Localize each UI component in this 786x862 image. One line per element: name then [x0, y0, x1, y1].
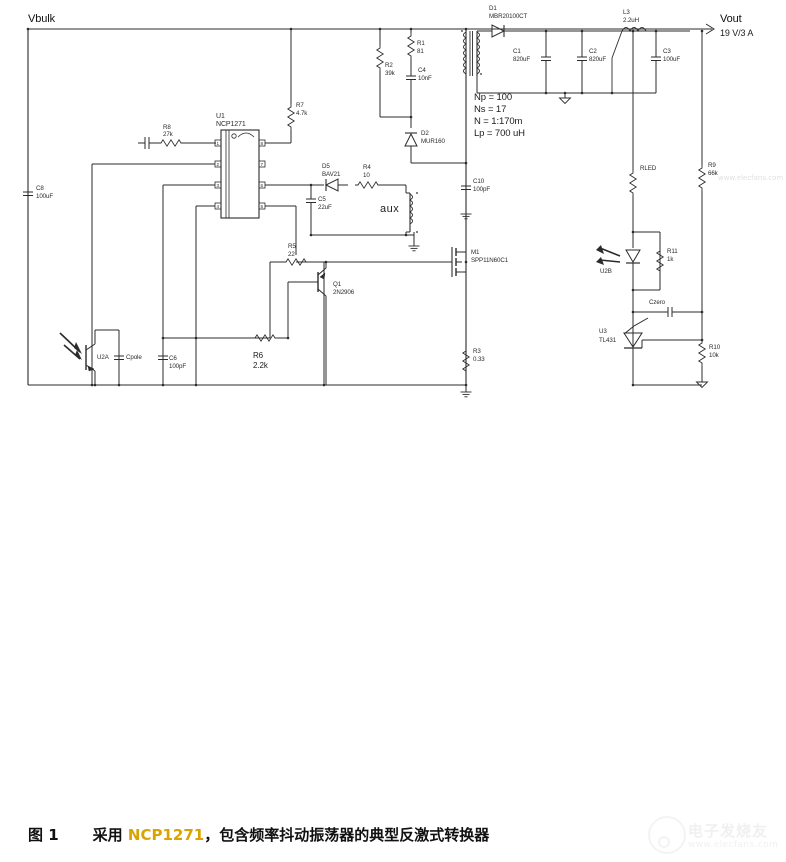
- component-value-C8: 100uF: [36, 193, 54, 200]
- ic-pin-1-label: 1: [216, 141, 220, 147]
- component-ref-C6: C6: [169, 355, 177, 362]
- ic-pin-8-label: 8: [260, 141, 264, 147]
- ic-pin-2-label: 2: [216, 162, 220, 168]
- component-value-D5: BAV21: [322, 171, 341, 178]
- component-value-R2: 39k: [385, 70, 395, 77]
- component-value-R3: 0.33: [473, 356, 485, 363]
- component-value-R6: 2.2k: [253, 361, 268, 370]
- component-ref-C5: C5: [318, 196, 326, 203]
- component-value-C10: 100pF: [473, 186, 491, 193]
- component-ref-U2B: U2B: [600, 268, 612, 275]
- component-ref-C8: C8: [36, 185, 44, 192]
- component-ref-D5: D5: [322, 163, 330, 170]
- ic-pin-3-label: 3: [216, 183, 220, 189]
- component-value-C6: 100pF: [169, 363, 187, 370]
- ic-pin-4-label: 4: [216, 204, 220, 210]
- component-value-Q1: 2N2906: [333, 289, 355, 296]
- component-ref-Q1: Q1: [333, 281, 342, 288]
- component-ref-R11: R11: [667, 248, 678, 255]
- component-ref-R7: R7: [296, 102, 304, 109]
- ic-pin-6-label: 6: [260, 183, 264, 189]
- component-ref-R3: R3: [473, 348, 481, 355]
- component-ref-R9: R9: [708, 162, 716, 169]
- component-value-D2: MUR160: [421, 138, 445, 145]
- component-ref-C2: C2: [589, 48, 597, 55]
- component-ref-Cpole: Cpole: [126, 354, 142, 361]
- component-ref-C3: C3: [663, 48, 671, 55]
- aux-winding-label: aux: [380, 203, 400, 215]
- component-ref-R8: R8: [163, 124, 171, 131]
- component-value-R7: 4.7k: [296, 110, 308, 117]
- schematic-svg: [22, 23, 715, 398]
- component-ref-C4: C4: [418, 67, 426, 74]
- watermark-url: www.elecfans.com: [688, 840, 779, 850]
- caption-accent-part: NCP1271: [127, 826, 205, 844]
- component-ref-R1: R1: [417, 40, 425, 47]
- component-ref-R2: R2: [385, 62, 393, 69]
- component-value-C5: 22uF: [318, 204, 332, 211]
- ic-ref-label: U1: [216, 113, 225, 120]
- ic-pin-7-label: 7: [260, 162, 264, 168]
- caption-text-before: 采用: [92, 826, 128, 844]
- caption-bar: 图 1 采用 NCP1271，包含频率抖动振荡器的典型反激式转换器 电子发烧友 w…: [0, 404, 786, 854]
- transformer-note-np: Np = 100: [474, 92, 513, 103]
- component-value-R9: 66k: [708, 170, 718, 177]
- component-value-R5: 22: [288, 251, 295, 258]
- component-value-R8: 27k: [163, 131, 173, 138]
- component-ref-D1: D1: [489, 5, 497, 12]
- component-value-R1: 81: [417, 48, 424, 55]
- watermark-brand-cn: 电子发烧友: [688, 822, 769, 840]
- component-value-U3: TL431: [599, 337, 617, 344]
- vout-rating-label: 19 V/3 A: [720, 28, 754, 38]
- watermark-logo: 电子发烧友 www.elecfans.com: [648, 810, 780, 862]
- figure-number: 图 1: [28, 826, 59, 844]
- transformer-note-lp: Lp = 700 uH: [474, 128, 525, 139]
- component-ref-C1: C1: [513, 48, 521, 55]
- component-ref-Czero: Czero: [649, 299, 666, 306]
- component-ref-L3: L3: [623, 9, 630, 16]
- component-ref-U2A: U2A: [97, 354, 109, 361]
- ic-pin-5-label: 5: [260, 204, 264, 210]
- component-value-R10: 10k: [709, 352, 719, 359]
- component-value-R4: 10: [363, 172, 370, 179]
- vout-rail-label: Vout: [720, 13, 742, 25]
- component-ref-RLED: RLED: [640, 165, 657, 172]
- component-ref-C10: C10: [473, 178, 485, 185]
- component-ref-R5: R5: [288, 243, 296, 250]
- component-value-D1: MBR20100CT: [489, 13, 528, 20]
- component-ref-R6: R6: [253, 351, 264, 360]
- component-ref-R4: R4: [363, 164, 371, 171]
- vbulk-rail-label: Vbulk: [28, 13, 56, 25]
- component-value-C1: 820uF: [513, 56, 531, 63]
- schematic-diagram: Vbulk Vout 19 V/3 A U1 NCP1271 1 2 3 4 8…: [0, 0, 786, 404]
- component-value-R11: 1k: [667, 256, 674, 263]
- transformer-note-ns: Ns = 17: [474, 104, 507, 115]
- ic-part-label: NCP1271: [216, 121, 246, 128]
- component-ref-U3: U3: [599, 328, 607, 335]
- figure-caption: 图 1 采用 NCP1271，包含频率抖动振荡器的典型反激式转换器: [28, 824, 489, 845]
- component-value-L3: 2.2uH: [623, 17, 640, 24]
- component-ref-R10: R10: [709, 344, 721, 351]
- watermark-circle-icon: [648, 816, 686, 854]
- component-value-C4: 10nF: [418, 75, 432, 82]
- component-ref-M1: M1: [471, 249, 480, 256]
- component-value-C2: 820uF: [589, 56, 607, 63]
- transformer-note-ratio: N = 1:170m: [474, 116, 523, 127]
- component-ref-D2: D2: [421, 130, 429, 137]
- component-value-C3: 100uF: [663, 56, 681, 63]
- component-value-M1: SPP11N60C1: [471, 257, 509, 264]
- caption-text-after: ，包含频率抖动振荡器的典型反激式转换器: [204, 826, 490, 844]
